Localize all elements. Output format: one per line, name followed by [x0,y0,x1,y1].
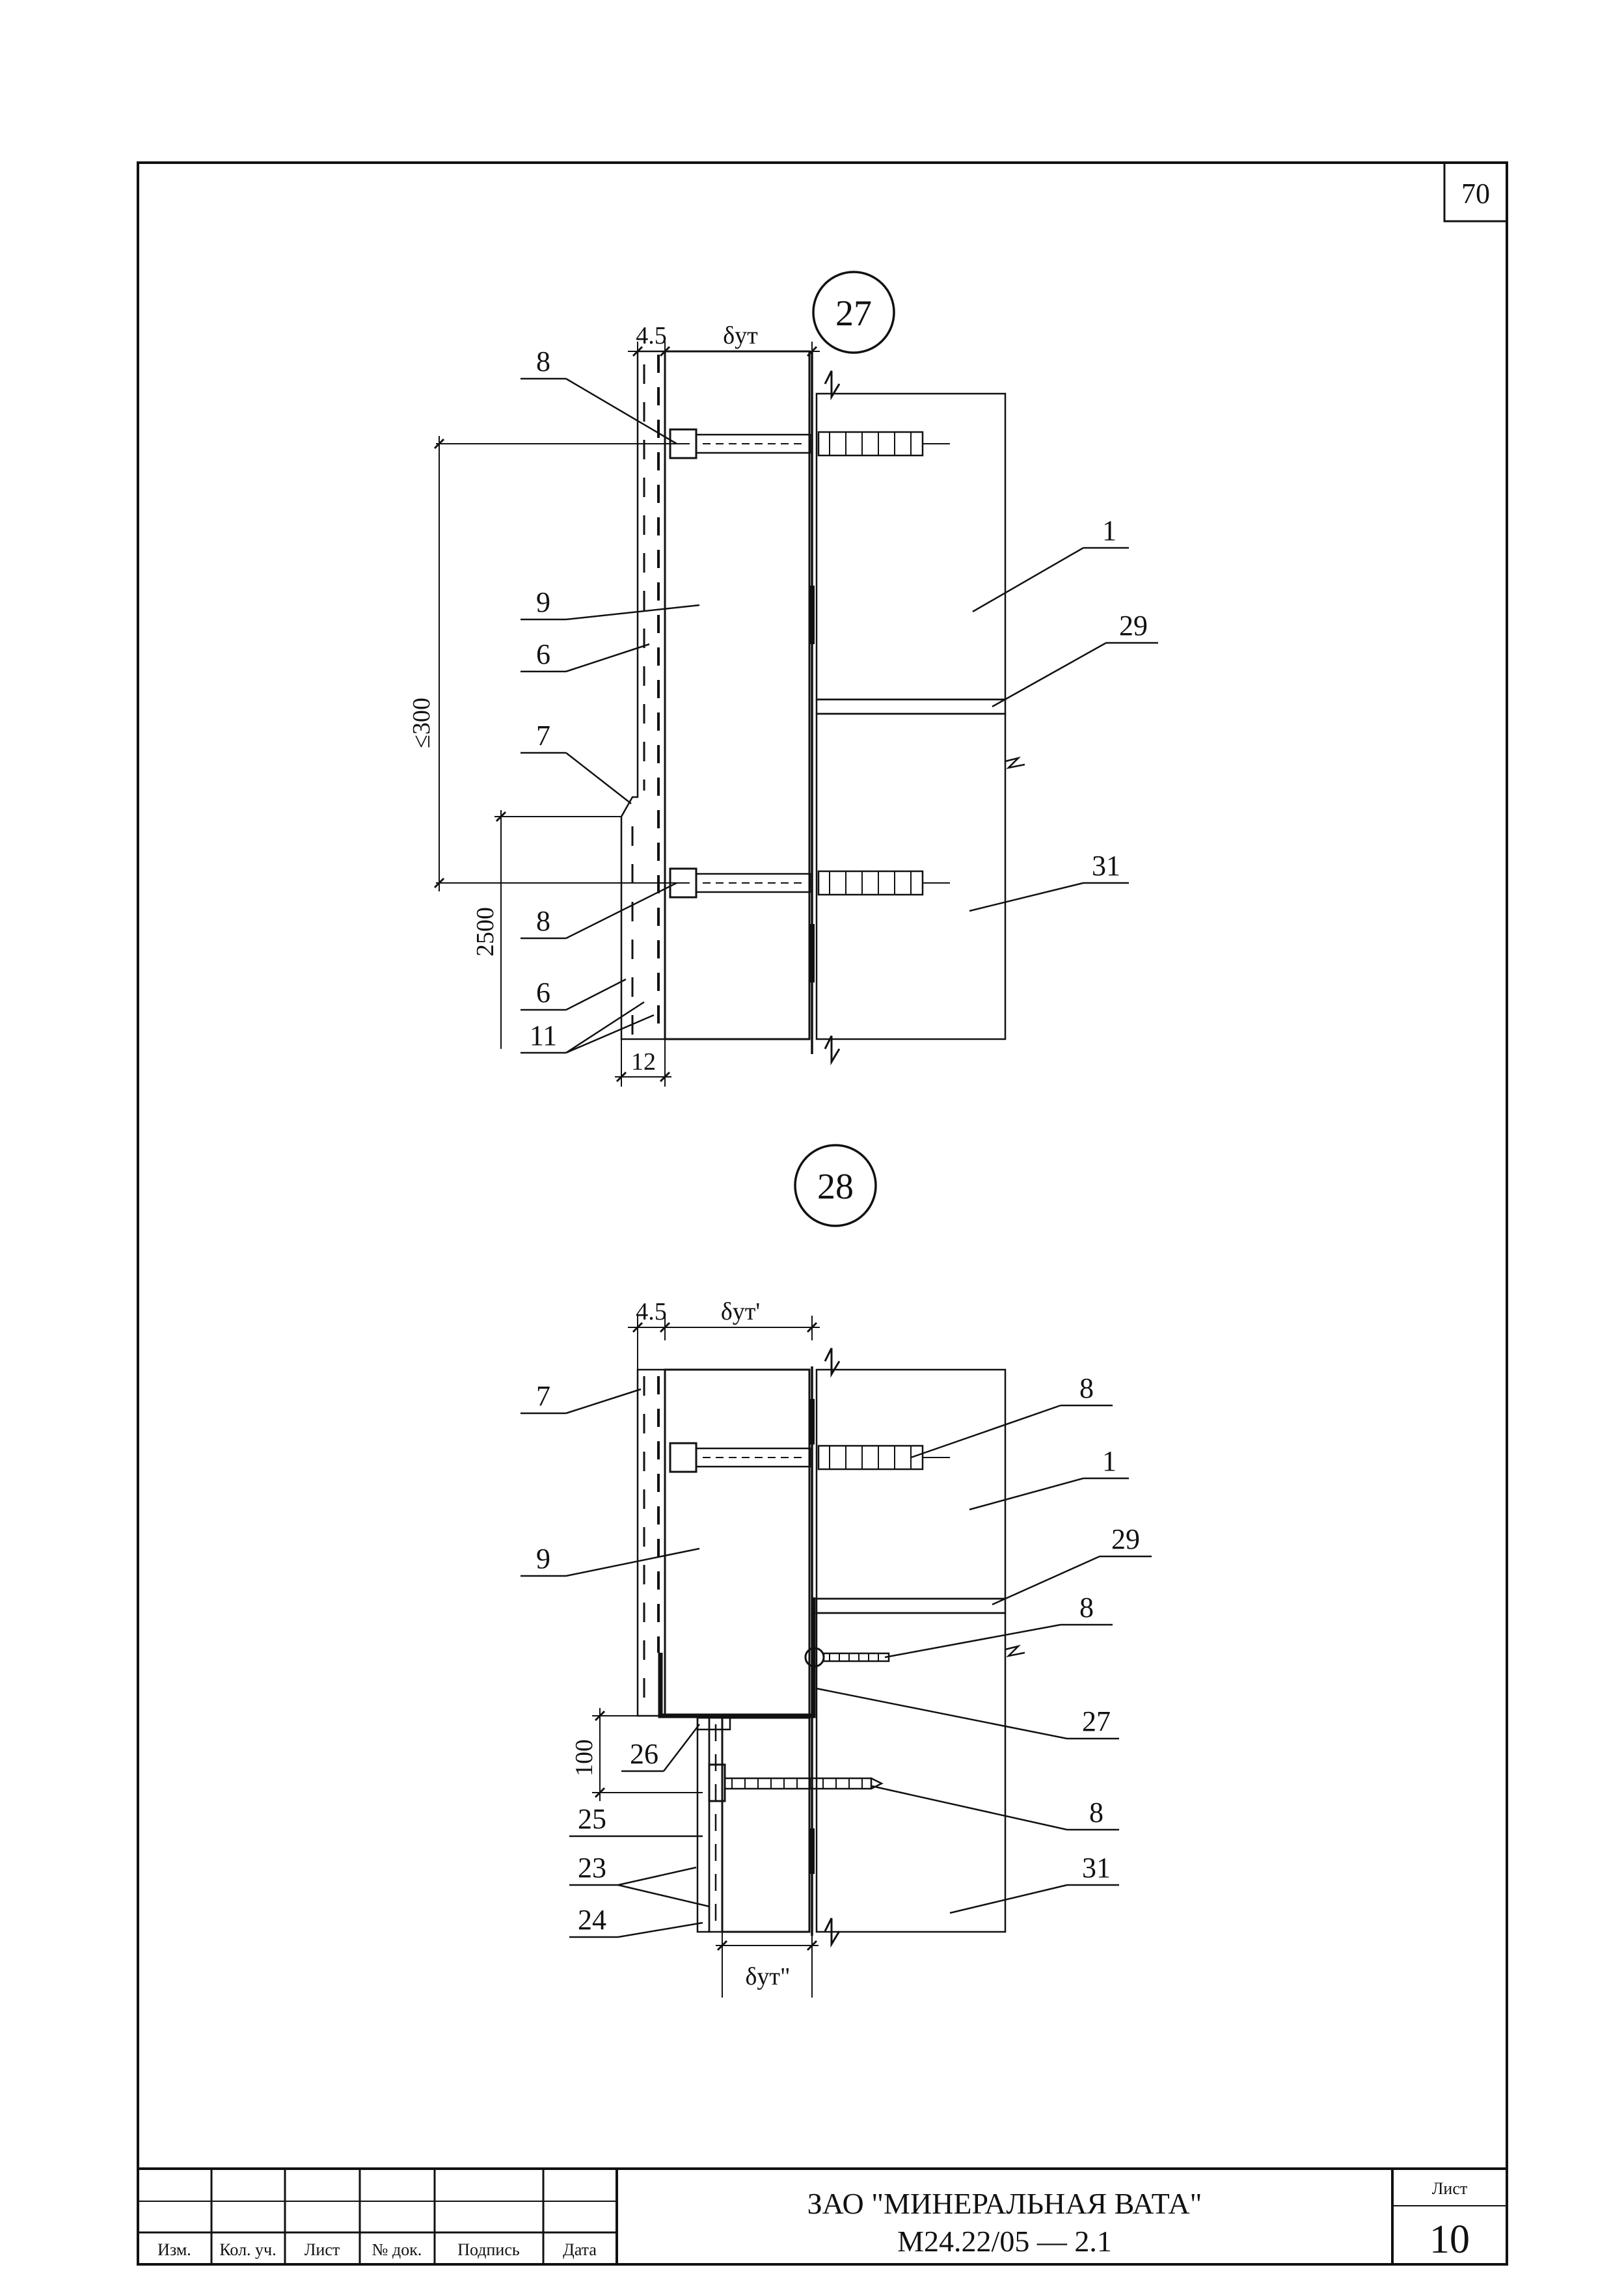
title-block: Изм. Кол. уч. Лист № док. Подпись Дата З… [138,2167,1507,2264]
break-symbol [1005,1644,1025,1658]
tb-col-list: Лист [304,2240,340,2259]
detail-28-marker: 28 [794,1144,877,1227]
drip-edge [696,1716,731,1731]
mortar-joint [815,698,1007,715]
callout-31: 31 [1092,850,1120,882]
callout-31: 31 [1082,1852,1111,1884]
tb-col-signature: Подпись [457,2240,520,2259]
concrete-wall-lower [815,712,1007,1040]
callout-8: 8 [1079,1372,1094,1404]
screw-profile [804,1647,890,1668]
adhesive-strip [809,1828,815,1874]
callout-7: 7 [536,1380,550,1412]
corner-number: 70 [1461,178,1490,210]
dim-gap: 100 [571,1739,598,1776]
insulation-board [664,350,811,1040]
callouts-27: 8 9 6 7 8 6 11 1 29 [521,346,1158,1054]
tb-col-doc-no: № док. [372,2240,422,2259]
company-name: ЗАО "МИНЕРАЛЬНАЯ ВАТА" [807,2187,1202,2220]
anchor-dowel-upper [669,1442,950,1473]
callout-8: 8 [536,905,550,937]
sheet-label: Лист [1432,2179,1467,2198]
callout-9: 9 [536,1543,550,1575]
document-code: М24.22/05 — 2.1 [897,2225,1112,2258]
dimension-top: 4.5 δут [628,322,820,390]
detail-28: 28 [521,1144,1152,1998]
dimension-gap: 100 [571,1708,703,1801]
dimension-bottom: 12 [615,1039,671,1087]
dimension-bottom: δут" [716,1932,819,1998]
callout-29: 29 [1111,1523,1140,1555]
callout-25: 25 [578,1803,606,1835]
break-symbol [824,1918,841,1948]
detail-28-number: 28 [817,1167,854,1207]
concrete-wall-lower [815,1612,1007,1933]
dim-insulation-thickness: δут' [721,1298,760,1325]
break-symbol [824,1348,841,1378]
break-symbol [1005,756,1025,770]
callout-8: 8 [1079,1592,1094,1623]
dim-plaster-thickness: 4.5 [636,322,667,349]
dim-bottom: 12 [631,1048,656,1076]
dim-plaster-thickness: 4.5 [636,1298,667,1325]
corner-number-box: 70 [1443,161,1508,223]
callout-1: 1 [1102,515,1116,547]
support-angle-profile [658,1597,816,1718]
callout-1: 1 [1102,1445,1116,1477]
dim-lower-insulation-thickness: δут" [745,1963,790,1990]
tb-col-date: Дата [563,2240,597,2259]
dim-spacing: ≤300 [408,698,435,748]
detail-27-number: 27 [835,293,872,334]
dimension-height: 2500 [472,810,621,1049]
detail-27-marker: 27 [812,271,895,354]
callout-26: 26 [630,1738,658,1770]
callout-23: 23 [578,1852,606,1884]
dim-height: 2500 [472,907,499,956]
callout-24: 24 [578,1904,606,1936]
drawing-frame [137,161,1508,2266]
adhesive-strip [809,586,815,644]
callout-11: 11 [530,1020,557,1051]
dimension-top: 4.5 δут' [628,1298,820,1379]
mortar-joint [815,1597,1007,1614]
callout-7: 7 [536,720,550,752]
anchor-dowel-lower [669,867,950,899]
insulation-board-lower [721,1716,811,1933]
callout-9: 9 [536,586,550,618]
callout-29: 29 [1119,610,1148,642]
adhesive-strip [809,1399,815,1444]
lower-facing-layer [696,1716,710,1933]
brick-wall-upper [815,1368,1007,1600]
callout-27: 27 [1082,1705,1111,1737]
callout-8: 8 [536,346,550,377]
break-symbol [824,370,841,401]
sheet-number: 10 [1429,2217,1470,2262]
dim-insulation-thickness: δут [723,322,758,349]
anchor-dowel-upper [669,428,950,459]
callout-8: 8 [1089,1797,1103,1828]
callouts-28: 7 9 26 25 23 24 8 1 29 [521,1372,1152,1938]
plaster-layer [620,350,666,1040]
dimension-anchor-spacing: ≤300 [408,436,690,891]
callout-6: 6 [536,638,550,670]
tb-col-izm: Изм. [157,2240,191,2259]
tb-col-kol-uch: Кол. уч. [219,2240,276,2259]
insulation-board-upper [664,1368,811,1717]
anchor-dowel-lower [708,1763,884,1802]
callout-6: 6 [536,977,550,1009]
detail-27: 27 [408,271,1158,1087]
adhesive-strip [809,924,815,983]
break-symbol [824,1035,841,1066]
